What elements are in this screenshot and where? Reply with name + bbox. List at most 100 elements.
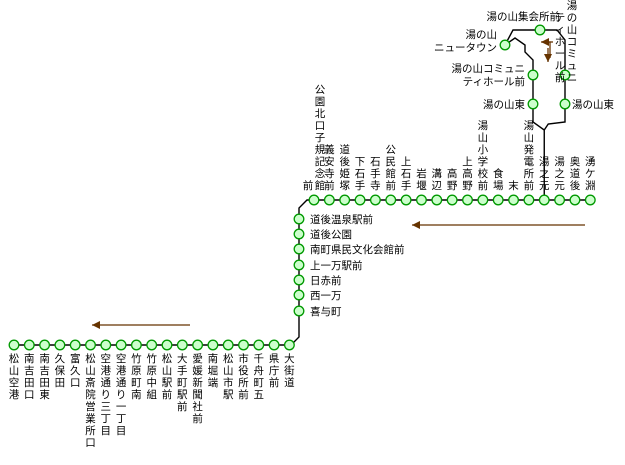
station-shiki-kinenkan[interactable] (308, 194, 320, 206)
station-label-yunomoto-2: 湯之元 (554, 156, 565, 192)
station-takano[interactable] (446, 194, 458, 206)
station-label-kuko-dori-1: 空港通り一丁目 (116, 352, 127, 437)
station-yunoyama-shogakko[interactable] (477, 194, 489, 206)
station-yunomoto-2[interactable] (554, 194, 566, 206)
station-yunoyama-newtown[interactable] (499, 39, 511, 51)
station-label-iwahori: 岩堰 (416, 167, 427, 192)
station-label-yunoyama-shogakko: 湯山小学校前 (478, 120, 489, 192)
station-mizobe[interactable] (431, 194, 443, 206)
station-kami-takano[interactable] (462, 194, 473, 206)
station-label-yunoyama-community-hall-b: 湯の山コミュニティホール前 (555, 0, 578, 84)
station-label-kami-ishite: 上石手 (401, 156, 412, 192)
station-label-takehara-machi-minami: 竹原町南 (131, 352, 142, 401)
station-kuko-dori-3[interactable] (100, 339, 112, 351)
station-label-takano: 高野 (447, 167, 458, 192)
station-wakugabuchi[interactable] (584, 194, 596, 206)
station-kubota[interactable] (54, 339, 66, 351)
station-minami-horibata[interactable] (207, 339, 219, 351)
station-matsuyama-saiin-eigyosho[interactable] (85, 339, 96, 351)
station-minami-yoshida-guchi[interactable] (23, 339, 35, 351)
station-yuyama-hatsudensho[interactable] (523, 194, 535, 206)
station-label-ote-machi-ekimae: 大手町駅前 (177, 352, 188, 413)
station-label-hiakamae: 日赤前 (310, 274, 342, 287)
station-hiakamae[interactable] (293, 274, 305, 286)
station-label-shokuba: 食場 (493, 167, 504, 192)
station-label-yunoyama-community-hall-a: 湯の山コミュニティホール前 (452, 63, 526, 88)
station-yunoyama-community-hall-b[interactable] (559, 69, 571, 81)
station-yunomoto-1[interactable] (538, 194, 550, 206)
station-tomikuguchi[interactable] (69, 339, 81, 351)
station-label-senbune-machi-5: 千舟町五 (254, 353, 265, 401)
station-label-kami-takano: 上高野 (462, 156, 473, 192)
station-oku-dogo[interactable] (569, 194, 581, 206)
station-label-kiyomachi: 喜与町 (310, 305, 342, 318)
station-yunoyama-community-hall-a[interactable] (527, 69, 539, 81)
station-ishite-ji[interactable] (369, 194, 381, 206)
loop-right-line (504, 29, 566, 131)
station-dogo-himezuka[interactable] (339, 194, 351, 206)
station-matsuyama-ekimae[interactable] (161, 339, 173, 351)
station-label-oku-dogo: 奥道後 (570, 155, 581, 192)
station-label-matsuyama-airport: 松山空港 (9, 352, 20, 401)
station-gian-ji[interactable] (323, 194, 335, 206)
station-okaido[interactable] (283, 339, 295, 351)
direction-arrow-loop-inner-head (544, 54, 552, 62)
station-label-yunoyama-newtown: 湯の山ニュータウン (434, 29, 497, 54)
station-yunoyama-shukaisho[interactable] (534, 24, 546, 36)
station-ehime-shimbunsha[interactable] (192, 339, 204, 351)
station-label-yuyama-hatsudensho: 湯山発電所前 (524, 120, 535, 192)
station-label-matsuyama-shi-eki: 松山市駅 (223, 352, 234, 401)
station-label-sue: 末 (508, 179, 519, 192)
station-ote-machi-ekimae[interactable] (176, 339, 188, 351)
station-label-nishi-ichiman: 西一万 (310, 290, 342, 302)
station-takehara-machi-minami[interactable] (130, 339, 142, 351)
station-label-yunoyama-higashi: 湯の山東 (483, 98, 525, 111)
station-kami-ishite[interactable] (400, 194, 412, 206)
station-label-gian-ji: 義安寺前 (324, 143, 335, 192)
station-kominkan-mae[interactable] (385, 194, 397, 206)
station-yunoyama-higashi-2[interactable] (559, 98, 571, 110)
station-kuko-dori-1[interactable] (115, 339, 127, 351)
station-matsuyama-shi-eki[interactable] (222, 339, 234, 351)
station-yunoyama-higashi[interactable] (527, 98, 539, 110)
station-label-dogo-himezuka: 道後姫塚 (339, 143, 350, 192)
station-label-wakugabuchi: 湧ケ淵 (585, 156, 596, 192)
station-label-minami-yoshida-guchi: 南吉田口 (24, 352, 35, 401)
station-shimo-ishite[interactable] (354, 194, 366, 206)
station-label-matsuyama-ekimae: 松山駅前 (162, 352, 173, 401)
station-matsuyama-airport[interactable] (8, 339, 20, 351)
direction-arrows (92, 38, 585, 329)
station-label-kubota: 久保田 (55, 353, 66, 389)
station-label-takehara-nakagumi: 竹原中組 (146, 352, 157, 401)
station-takehara-nakagumi[interactable] (146, 339, 158, 351)
station-label-minami-yoshida-higashi: 南吉田東 (39, 352, 50, 401)
station-label-matsuyama-saiin-eigyosho: 松山斎院営業所口 (85, 352, 96, 449)
station-label-okaido: 大街道 (284, 352, 295, 389)
station-minami-machi-bunka-kaikan[interactable] (293, 243, 305, 255)
station-dogo-koen[interactable] (293, 228, 305, 240)
station-shokuba[interactable] (492, 194, 504, 206)
station-label-kami-ichiman-ekimae: 上一万駅前 (310, 259, 363, 272)
station-label-minami-horibata: 南堀端 (208, 352, 219, 389)
station-shiyakusho-mae[interactable] (238, 339, 249, 351)
station-nishi-ichiman[interactable] (293, 289, 305, 301)
station-senbune-machi-5[interactable] (253, 339, 265, 351)
station-label-ehime-shimbunsha: 愛媛新聞社前 (192, 352, 203, 425)
station-label-shiyakusho-mae: 市役所前 (238, 352, 249, 401)
station-label-ishite-ji: 石手寺 (370, 156, 381, 192)
station-label-kominkan-mae: 公民館前 (386, 144, 397, 192)
station-label-mizobe: 溝辺 (432, 167, 443, 192)
station-sue[interactable] (508, 194, 520, 206)
stations (8, 24, 596, 351)
station-label-kencho-mae: 県庁前 (269, 353, 280, 389)
station-label-shiki-kinenkan: 公園北口子規記念館前 (303, 84, 326, 192)
station-iwahori[interactable] (416, 194, 427, 206)
station-kami-ichiman-ekimae[interactable] (293, 259, 305, 271)
station-label-tomikuguchi: 富久口 (70, 352, 81, 389)
station-kencho-mae[interactable] (268, 339, 280, 351)
station-kiyomachi[interactable] (293, 305, 305, 317)
station-dogo-onsen-ekimae[interactable] (293, 213, 305, 225)
station-minami-yoshida-higashi[interactable] (39, 339, 51, 351)
station-label-minami-machi-bunka-kaikan: 南町県民文化会館前 (310, 243, 405, 256)
station-label-yunoyama-higashi-2: 湯の山東 (572, 98, 614, 111)
